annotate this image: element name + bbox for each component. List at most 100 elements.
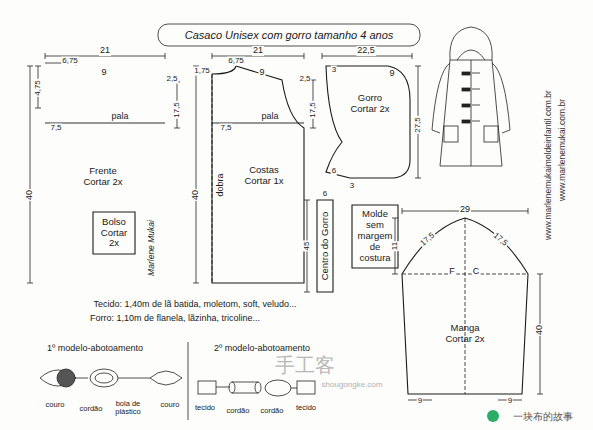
coat-hood (450, 27, 492, 60)
fold-mark: dobra (216, 172, 226, 197)
material-label: cordão (226, 407, 251, 415)
separator (188, 342, 189, 420)
cut-line (93, 212, 135, 254)
guide-line (212, 74, 213, 283)
watermark: www.marlenemukai.com.br (558, 98, 567, 202)
model-heading: 1º modelo-abotoamento (46, 344, 144, 354)
dimension: 21 (99, 46, 111, 56)
toggle-end (255, 382, 261, 393)
yoke-line (45, 123, 165, 124)
dimension: 9 (100, 68, 107, 78)
dimension: 17,5 (490, 231, 509, 249)
piece-label: Molde sem margem de costura (355, 209, 395, 264)
toggle (462, 88, 470, 91)
watermark: shougongke.com (321, 381, 384, 390)
watermark: 一块布的故事 (512, 411, 574, 422)
cord-loop (90, 369, 118, 387)
hood-center-strip: Centro do Gorro (317, 200, 333, 292)
dimension: 29 (459, 205, 471, 215)
cord (118, 378, 150, 379)
cut-line (326, 66, 410, 178)
leather-tab (150, 371, 182, 385)
dimension: 9 (258, 68, 265, 78)
cord-loop (265, 380, 291, 396)
material-label: cordão (260, 407, 285, 415)
dimension: 22,5 (356, 46, 376, 56)
piece-label: Costas Cortar 1x (241, 165, 287, 187)
piece-outline (322, 62, 412, 180)
dimension: 4,75 (34, 79, 43, 97)
coat-toggles (462, 72, 470, 123)
dimension: 11 (391, 241, 400, 251)
hood-piece: Gorro Cortar 2x (322, 62, 412, 180)
cord (216, 387, 230, 388)
dimension: 17,5 (173, 101, 182, 119)
coat-hood-opening (457, 50, 485, 60)
title-frame (158, 24, 420, 46)
dimension: 7,5 (219, 124, 232, 133)
pocket-piece: Bolso Cortar 2x (93, 212, 135, 254)
toggle-body (232, 382, 258, 393)
toggle (462, 120, 470, 123)
fabric-tab (297, 381, 315, 394)
coat-pocket (484, 126, 498, 142)
dimension: 3 (349, 182, 355, 191)
dimension: 7,5 (49, 124, 62, 133)
material-label: tecido (295, 404, 317, 412)
model-heading: 2º modelo-abotoamento (213, 344, 311, 354)
cord (75, 378, 88, 379)
plastic-ball (57, 369, 75, 387)
closure-model-2 (198, 380, 315, 396)
dimension: 6 (331, 167, 337, 176)
dimension: 9 (417, 397, 423, 406)
closure-model-1 (40, 369, 182, 387)
toggle-loops (472, 73, 480, 121)
dimension: 3 (331, 66, 337, 75)
wechat-icon (487, 410, 499, 422)
part-name: pala (260, 112, 279, 122)
guide-line (465, 218, 466, 394)
cord-loop (95, 373, 113, 383)
part-mark: F (448, 267, 456, 277)
piece-label: Bolso Cortar 2x (96, 217, 132, 250)
piece-label: Frente Cortar 2x (77, 166, 129, 188)
cut-line (317, 200, 333, 292)
dimension: 6,75 (61, 57, 79, 66)
piece-label: Gorro Cortar 2x (350, 93, 390, 115)
material-label: tecido (194, 404, 216, 412)
dimension: 40 (535, 324, 545, 336)
title: Casaco Unisex com gorro tamanho 4 anos (185, 29, 394, 41)
dimension: 6 (322, 190, 328, 199)
cut-line (402, 218, 528, 394)
coat-illustration (432, 27, 510, 166)
toggle-end (229, 382, 235, 393)
dimension: 6,75 (227, 57, 245, 66)
toggle (462, 104, 470, 107)
dimension: 21 (252, 46, 264, 56)
piece-label: Centro do Gorro (320, 212, 331, 281)
piece-label: Manga Cortar 2x (444, 323, 486, 345)
part-mark: C (472, 267, 481, 277)
fabric-tab (198, 381, 216, 394)
fabric-note: Tecido: 1,40m de lã batida, moletom, sof… (92, 300, 297, 310)
cord (291, 388, 297, 389)
dimension: 1,75 (193, 67, 211, 76)
dimension: 40 (191, 189, 201, 201)
part-name: pala (110, 112, 129, 122)
dimension: 2,5 (298, 75, 311, 84)
dimension: 2,5 (165, 75, 178, 84)
lining-note: Forro: 1,10m de flanela, lãzinha, tricol… (89, 314, 261, 324)
material-label: cordão (79, 405, 104, 413)
dimension-lines (27, 53, 543, 400)
dimension: 17,5 (418, 231, 437, 249)
watermark: www.marlenemukaimoldeinfantil.com.br (544, 89, 553, 241)
dimension: 27,5 (414, 116, 423, 134)
material-label: couro (45, 401, 66, 409)
note-box: Molde sem margem de costura (352, 205, 398, 268)
dimension-line (193, 66, 199, 283)
signature: Marlene Mukai (147, 219, 156, 277)
coat-center-front (471, 60, 472, 166)
toggle (462, 72, 470, 75)
dimension: 45 (303, 241, 312, 252)
